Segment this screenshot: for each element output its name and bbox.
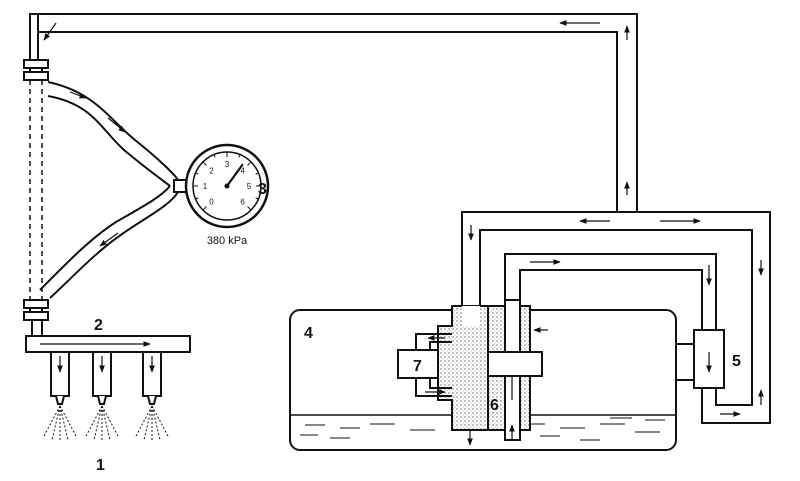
module-inner-loop: [504, 253, 717, 330]
injector-2: [92, 351, 112, 405]
fuel-rail: [25, 335, 191, 353]
gauge-pivot: [224, 183, 230, 189]
gauge-tick: [213, 154, 216, 158]
gauge-scale-number: 3: [225, 160, 230, 169]
gauge-scale-number: 2: [209, 166, 214, 175]
gauge-tick: [202, 161, 207, 166]
dashed-bypass-line: [29, 80, 43, 300]
gauge-scale-number: 5: [247, 182, 252, 191]
pressure-gauge: 012 3 456: [173, 143, 270, 229]
injector-3: [142, 351, 162, 405]
gauge-hose: [39, 81, 179, 299]
gauge-tick: [247, 206, 252, 211]
fuel-level-dashes: [300, 417, 665, 441]
label-module: 6: [490, 397, 499, 414]
pressure-regulator: [397, 333, 452, 397]
injector-spray-patterns: [43, 405, 169, 442]
module-outer-loop: [461, 211, 771, 424]
injectors: [50, 351, 162, 405]
label-tank: 4: [304, 325, 313, 342]
label-injectors: 1: [96, 457, 105, 474]
supply-pipe-flow-arrows: [43, 20, 630, 195]
gauge-scale-number: 0: [209, 198, 214, 207]
gauge-tick: [202, 206, 207, 211]
gauge-tick: [238, 154, 241, 158]
label-regulator: 7: [413, 358, 422, 375]
gauge-tick: [195, 197, 199, 200]
hose-flow-arrows: [69, 91, 126, 247]
lower-flange: [23, 299, 49, 337]
gauge-ticks: [193, 152, 261, 211]
regulator-flow-arrows: [425, 335, 446, 395]
gauge-tick: [255, 172, 259, 175]
gauge-tick: [255, 197, 259, 200]
injector-1: [50, 351, 70, 405]
label-fuel-rail: 2: [94, 317, 103, 334]
loop-flow-arrows: [468, 218, 764, 417]
gauge-scale-number: 4: [240, 166, 245, 175]
label-gauge: 3: [258, 181, 267, 198]
gauge-tick: [247, 161, 252, 166]
gauge-needle: [225, 163, 244, 188]
fuel-pump: [675, 329, 725, 389]
gauge-reading-text: 380 kPa: [207, 235, 248, 247]
gauge-scale-numbers: 012 3 456: [203, 160, 252, 207]
module-jet-block: [487, 351, 543, 377]
label-pump: 5: [732, 353, 741, 370]
upper-flange: [23, 59, 49, 81]
gauge-scale-number: 1: [203, 182, 208, 191]
supply-pipe: [29, 13, 638, 212]
gauge-tick: [195, 172, 199, 175]
gauge-scale-number: 6: [240, 198, 245, 207]
